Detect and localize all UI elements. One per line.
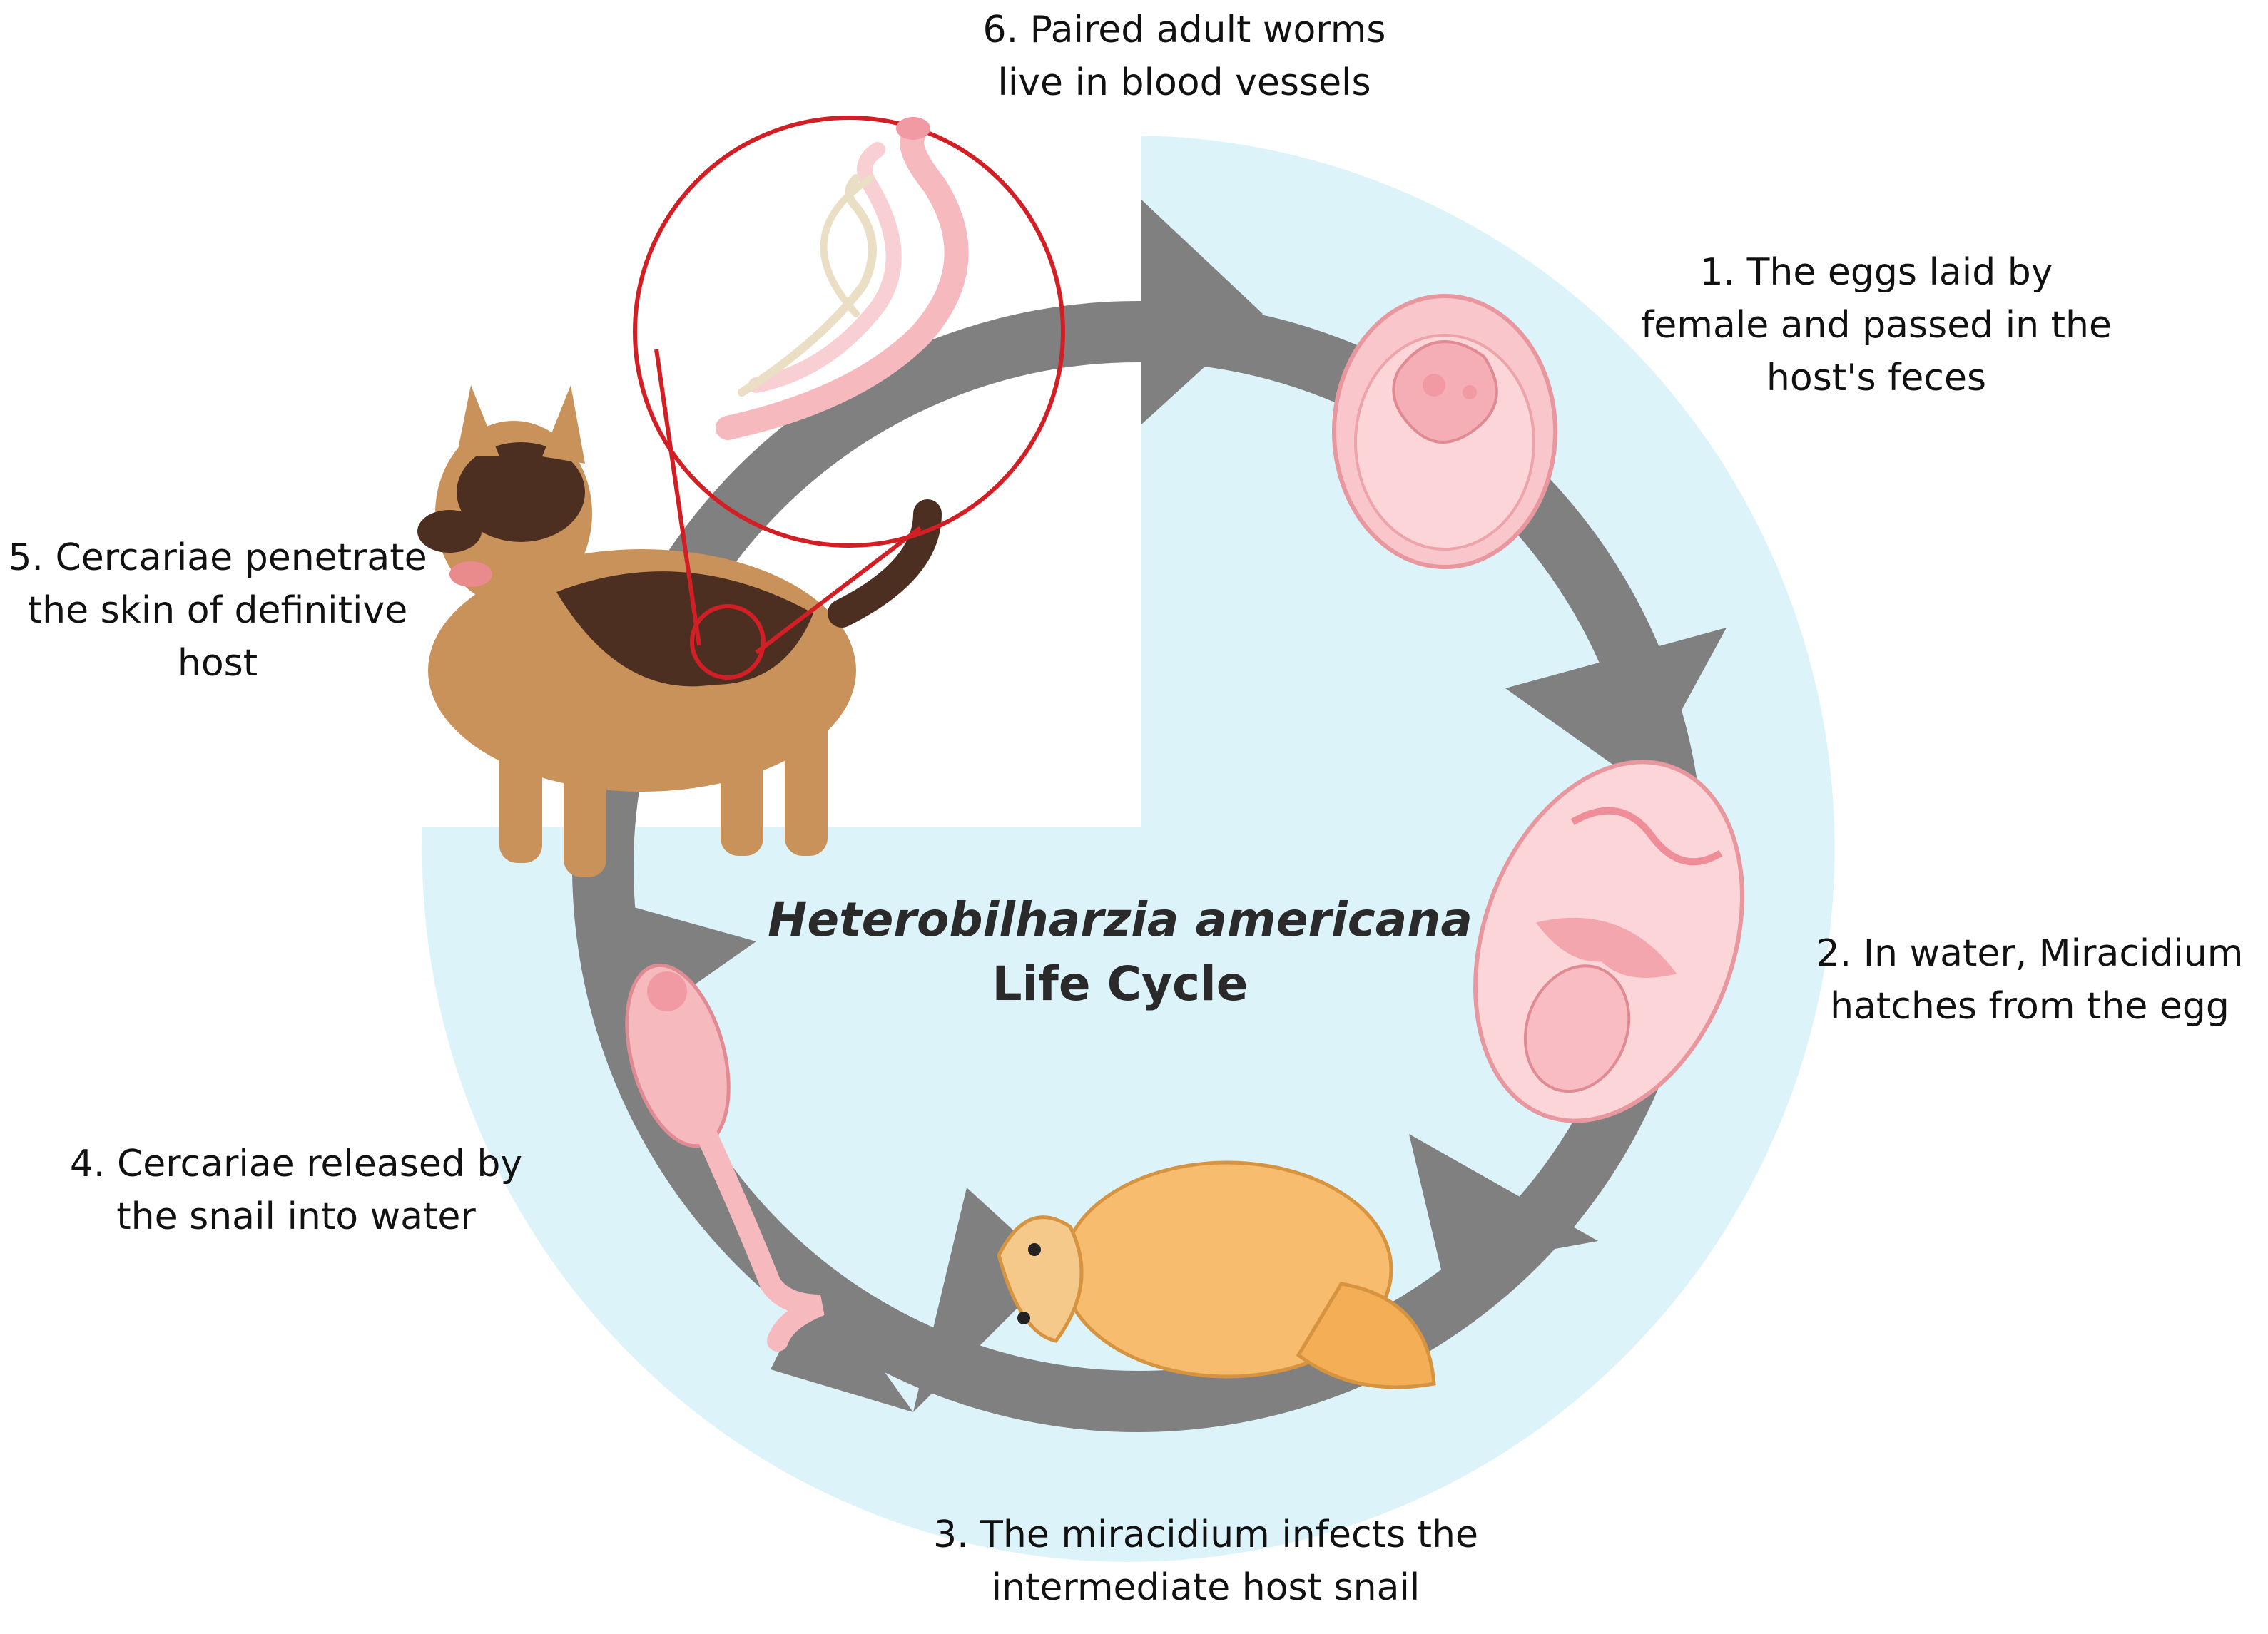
stage-4-line-2: the snail into water — [116, 1195, 476, 1238]
magnifier — [633, 116, 1065, 680]
egg-icon — [1332, 294, 1557, 569]
stage-2-line-1: 2. In water, Miracidium — [1816, 932, 2244, 975]
stage-5-line-1: 5. Cercariae penetrate — [8, 536, 427, 579]
arrowhead-upper-right — [1505, 628, 1727, 785]
arrowhead-right — [1409, 1134, 1598, 1270]
stage-2-line-2: hatches from the egg — [1830, 985, 2229, 1028]
magnifier-large-circle — [633, 116, 1065, 548]
stage-5-line-2: the skin of definitive — [27, 589, 408, 632]
stage-3-line-1: 3. The miracidium infects the — [932, 1513, 1478, 1556]
cercaria-icon — [625, 963, 825, 1352]
species-name: Heterobilharzia americana — [768, 892, 1473, 947]
diagram-title: Heterobilharzia americana Life Cycle — [713, 888, 1527, 1016]
stage-5-line-3: host — [177, 642, 258, 685]
stage-1-line-2: female and passed in the — [1640, 304, 2112, 347]
magnifier-small-circle — [690, 604, 766, 680]
stage-6-label: 6. Paired adult worms live in blood vess… — [956, 4, 1413, 109]
stage-2-label: 2. In water, Miracidium hatches from the… — [1798, 927, 2262, 1033]
stage-6-line-2: live in blood vessels — [997, 61, 1371, 104]
stage-3-label: 3. The miracidium infects the intermedia… — [892, 1508, 1520, 1614]
snail-icon — [997, 1160, 1436, 1389]
stage-4-label: 4. Cercariae released by the snail into … — [61, 1138, 532, 1243]
diagram-subtitle: Life Cycle — [992, 956, 1249, 1011]
stage-4-line-1: 4. Cercariae released by — [69, 1143, 523, 1185]
stage-1-line-1: 1. The eggs laid by — [1699, 251, 2053, 294]
stage-3-line-2: intermediate host snail — [991, 1566, 1420, 1609]
stage-5-label: 5. Cercariae penetrate the skin of defin… — [7, 531, 428, 690]
stage-1-line-3: host's feces — [1766, 357, 1987, 399]
stage-6-line-1: 6. Paired adult worms — [982, 9, 1386, 51]
arrowhead-top — [1141, 200, 1263, 424]
stage-1-label: 1. The eggs laid by female and passed in… — [1605, 246, 2147, 404]
miracidium-egg-icon — [1473, 760, 1744, 1123]
adult-worms-icon — [716, 117, 969, 440]
dog-icon — [417, 385, 942, 877]
